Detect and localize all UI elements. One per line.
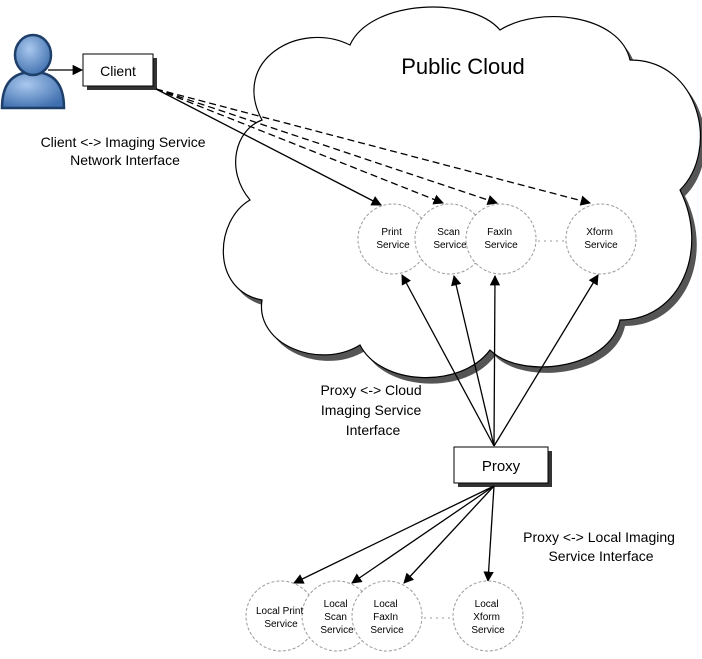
cloud-services bbox=[357, 203, 637, 275]
faxin-service-line-2: Service bbox=[484, 240, 518, 251]
local-print-line-1: Local Print bbox=[256, 606, 303, 617]
cloud-title: Public Cloud bbox=[401, 54, 525, 79]
proxy-cloud-line-1: Proxy <-> Cloud bbox=[320, 382, 421, 398]
xform-service-line-1: Xform bbox=[586, 227, 613, 238]
faxin-service-line-1: FaxIn bbox=[487, 227, 512, 238]
local-scan-line-1: Local bbox=[324, 599, 348, 610]
proxy-to-scan-arrow bbox=[451, 274, 495, 447]
proxy-local-line-2: Service Interface bbox=[548, 548, 653, 564]
local-xform-line-2: Xform bbox=[473, 612, 500, 623]
client-box[interactable] bbox=[82, 53, 154, 87]
local-scan-service-label: Local Scan Service bbox=[320, 599, 354, 636]
faxin-service-node[interactable] bbox=[465, 203, 537, 275]
proxy-cloud-interface-label: Proxy <-> Cloud Imaging Service Interfac… bbox=[320, 382, 425, 438]
local-faxin-line-1: Local bbox=[374, 599, 398, 610]
proxy-box[interactable] bbox=[453, 446, 549, 484]
proxy-to-faxin-arrow bbox=[489, 274, 501, 447]
proxy-to-xform-arrow bbox=[493, 274, 599, 447]
local-services bbox=[245, 580, 524, 652]
proxy-to-local-faxin-arrow bbox=[403, 485, 495, 584]
local-faxin-service-node[interactable] bbox=[351, 580, 423, 652]
local-faxin-line-3: Service bbox=[370, 625, 404, 636]
print-service-label: Print Service bbox=[376, 227, 410, 251]
client-label: Client bbox=[100, 63, 136, 79]
proxy-to-local-xform-arrow bbox=[483, 485, 495, 583]
local-faxin-line-2: FaxIn bbox=[373, 612, 398, 623]
proxy-local-interface-label: Proxy <-> Local Imaging Service Interfac… bbox=[523, 529, 679, 564]
proxy-to-local-print-arrow bbox=[293, 485, 495, 584]
proxy-label: Proxy bbox=[482, 458, 521, 475]
client-to-print-arrow bbox=[155, 88, 382, 206]
client-to-faxin-arrow bbox=[155, 88, 498, 205]
local-xform-line-1: Local bbox=[475, 599, 499, 610]
user-icon bbox=[0, 33, 66, 110]
client-imaging-line-1: Client <-> Imaging Service bbox=[41, 134, 206, 150]
scan-service-label: Scan Service bbox=[433, 227, 467, 251]
xform-service-line-2: Service bbox=[584, 240, 618, 251]
public-cloud bbox=[222, 6, 701, 379]
local-xform-service-label: Local Xform Service bbox=[471, 599, 505, 636]
local-print-service-label: Local Print Service bbox=[256, 606, 306, 630]
local-xform-service-node[interactable] bbox=[452, 580, 524, 652]
local-scan-line-3: Service bbox=[320, 625, 354, 636]
scan-service-line-2: Service bbox=[433, 240, 467, 251]
print-service-line-1: Print bbox=[381, 227, 402, 238]
proxy-cloud-line-3: Interface bbox=[346, 422, 401, 438]
client-to-xform-arrow bbox=[155, 88, 592, 206]
client-to-scan-arrow bbox=[155, 88, 444, 205]
xform-service-node[interactable] bbox=[565, 203, 637, 275]
local-faxin-service-label: Local FaxIn Service bbox=[370, 599, 404, 636]
print-service-line-2: Service bbox=[376, 240, 410, 251]
local-xform-line-3: Service bbox=[471, 625, 505, 636]
proxy-to-local-scan-arrow bbox=[351, 485, 495, 584]
client-imaging-line-2: Network Interface bbox=[70, 152, 180, 168]
faxin-service-label: FaxIn Service bbox=[484, 227, 518, 251]
client-imaging-interface-label: Client <-> Imaging Service Network Inter… bbox=[41, 134, 210, 168]
local-print-line-2: Service bbox=[264, 619, 298, 630]
xform-service-label: Xform Service bbox=[584, 227, 618, 251]
scan-service-line-1: Scan bbox=[437, 227, 460, 238]
proxy-to-print-arrow bbox=[401, 274, 495, 447]
proxy-local-line-1: Proxy <-> Local Imaging bbox=[523, 529, 675, 545]
proxy-cloud-line-2: Imaging Service bbox=[321, 402, 422, 418]
local-scan-line-2: Scan bbox=[324, 612, 347, 623]
